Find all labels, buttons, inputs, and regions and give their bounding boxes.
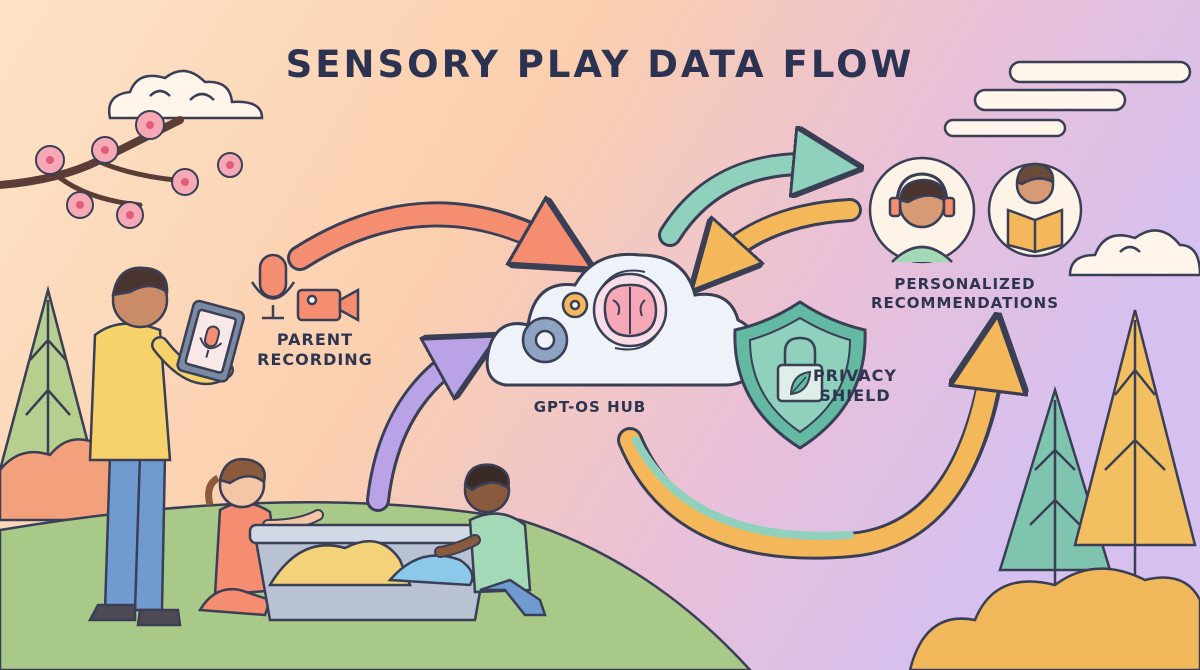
brain-icon (592, 272, 668, 348)
cloud-right-icon (1068, 229, 1200, 277)
child-reading-book (987, 162, 1083, 258)
video-camera-icon (296, 287, 360, 323)
cherry-blossom-branch (0, 110, 243, 229)
arrow-loop-teal-stripe (632, 436, 854, 540)
label-parent-recording: PARENT RECORDING (240, 330, 390, 370)
child-with-headphones (868, 156, 976, 264)
arrow-recording-to-hub (290, 214, 560, 258)
label-parent-recording-line2: RECORDING (257, 350, 373, 369)
parent-figure (87, 266, 246, 627)
label-parent-recording-line1: PARENT (276, 330, 354, 349)
child-boy-figure (434, 463, 547, 617)
leaf-icon (789, 370, 812, 396)
bush-right (908, 567, 1200, 670)
label-privacy-shield-line1: PRIVACY (812, 366, 897, 385)
arrow-hub-loop-to-recommendations (620, 352, 993, 557)
cloud-top-right-icon (943, 60, 1192, 138)
arrow-feedback-to-hub (714, 201, 859, 266)
label-recommendations-line1: PERSONALIZED (894, 275, 1036, 293)
tablet-icon (176, 299, 246, 383)
sync-icon (599, 269, 661, 351)
arrow-play-to-hub (369, 352, 468, 509)
sensory-bin (248, 523, 497, 622)
cloud-left-icon (107, 69, 264, 120)
sand-pile (267, 540, 412, 587)
tree-right-yellow (1073, 309, 1197, 600)
gear-icon (521, 291, 589, 364)
label-privacy-shield: PRIVACY SHIELD (790, 366, 920, 406)
label-privacy-shield-line2: SHIELD (819, 386, 891, 405)
diagram-title: SENSORY PLAY DATA FLOW (285, 43, 915, 86)
label-gpt-os-hub: GPT-OS HUB (533, 398, 647, 416)
label-recommendations-line2: RECOMMENDATIONS (870, 293, 1060, 312)
label-personalized-recommendations: PERSONALIZED RECOMMENDATIONS (850, 275, 1080, 313)
water-pool (387, 554, 474, 587)
microphone-icon (250, 253, 296, 320)
arrow-hub-to-recommendations (661, 164, 828, 244)
